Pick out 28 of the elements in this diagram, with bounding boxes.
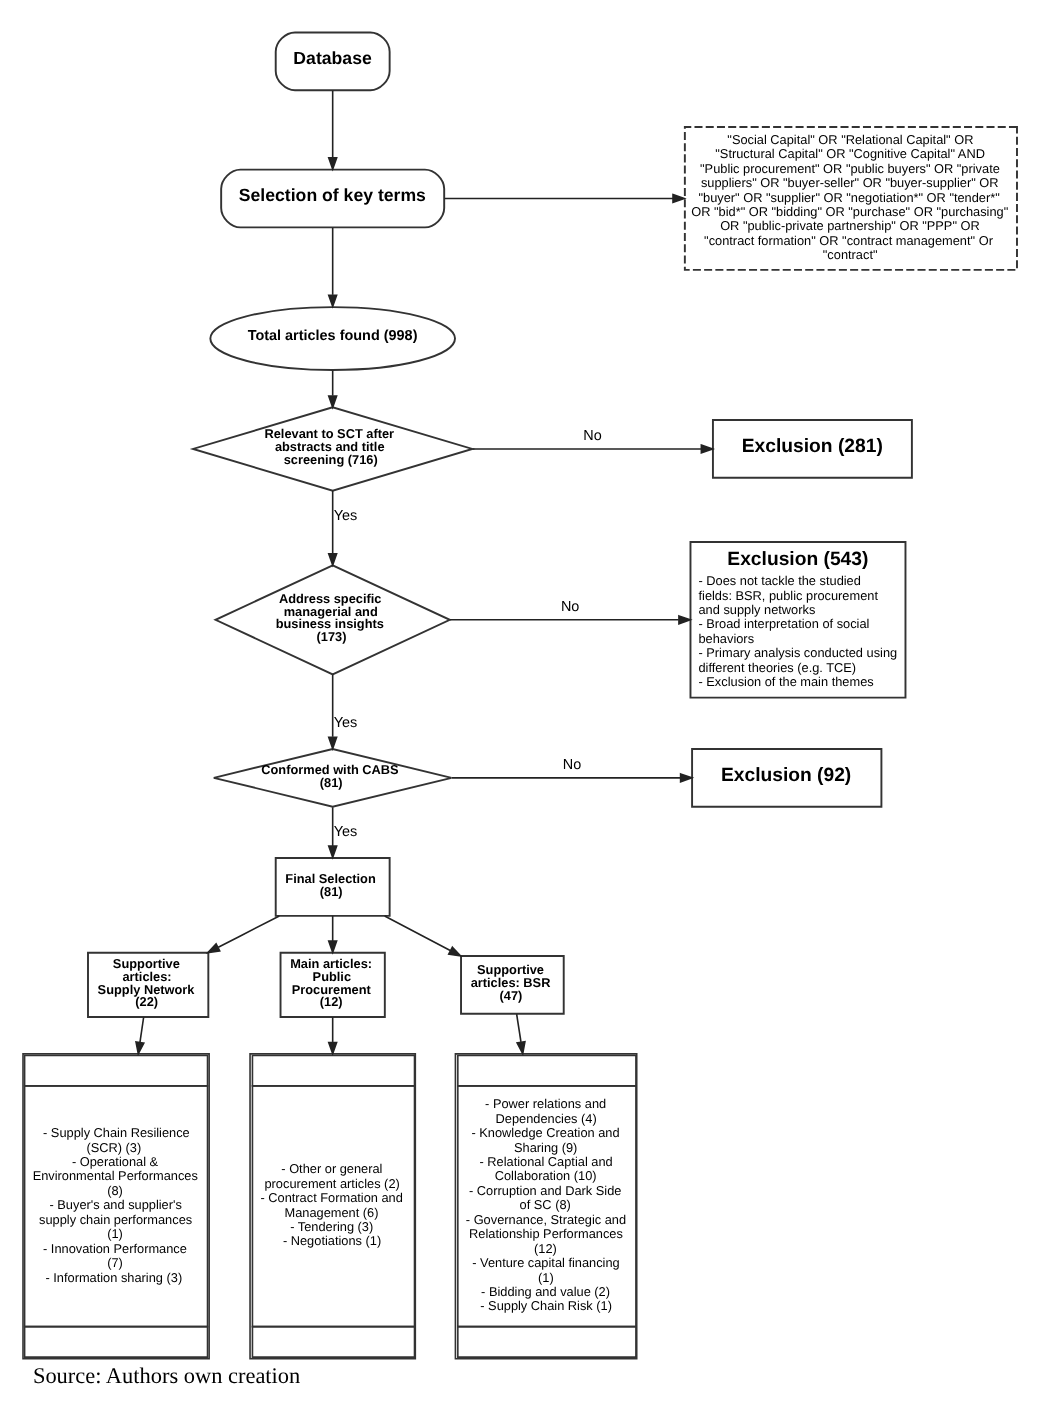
edge-label: No <box>562 754 582 773</box>
arrow <box>383 915 463 958</box>
arrow <box>327 673 338 751</box>
arrow <box>515 1013 526 1056</box>
arrow <box>443 193 687 204</box>
arrow <box>449 614 693 625</box>
arrow <box>205 915 281 954</box>
node-box: Exclusion (92) <box>691 748 883 808</box>
node-box: Selection of key terms <box>220 168 446 229</box>
arrow <box>327 369 338 410</box>
arrow <box>327 1016 338 1057</box>
edge-label: Yes <box>333 712 358 731</box>
arrow <box>327 227 338 309</box>
edge-label: Yes <box>333 505 358 524</box>
edge-label: No <box>560 596 580 615</box>
arrow <box>327 89 338 172</box>
node-box: Database <box>274 31 391 92</box>
arrow <box>327 489 338 568</box>
node-ellipse: Total articles found (998) <box>209 306 456 371</box>
caption: Source: Authors own creation <box>32 1365 301 1390</box>
edge-label: Yes <box>333 821 358 840</box>
arrow <box>327 806 338 860</box>
arrow <box>135 1016 146 1057</box>
arrow <box>327 915 338 955</box>
edge-label: No <box>583 425 602 444</box>
arrow <box>451 772 695 783</box>
arrow <box>471 443 715 454</box>
node-box: Exclusion (281) <box>711 419 913 479</box>
